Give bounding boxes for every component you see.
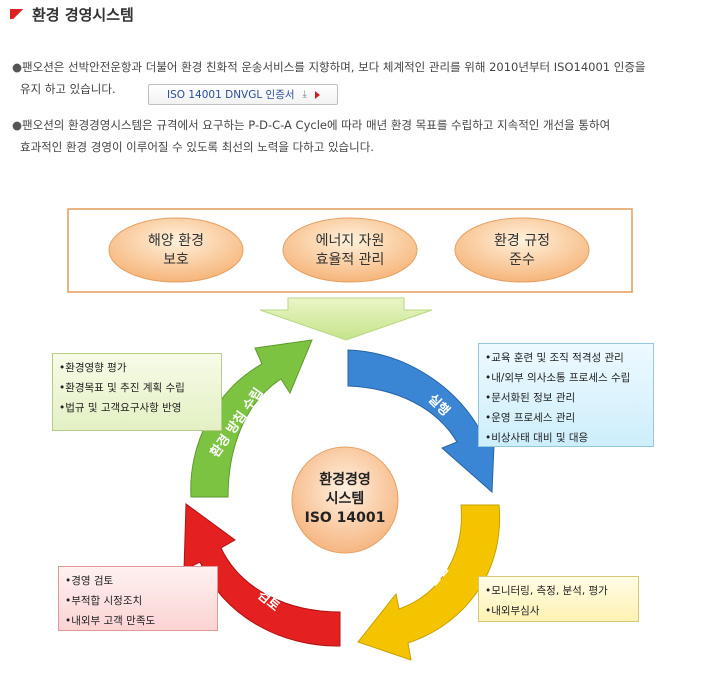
do-items-box: •교육 훈련 및 조직 적격성 관리 •내/외부 의사소통 프로세스 수립 •문… (478, 343, 654, 447)
page-title: 환경 경영시스템 (32, 5, 134, 24)
center-line2: 시스템 (326, 490, 365, 507)
act-arrow (183, 503, 341, 647)
center-ems-circle: 환경경영 시스템 ISO 14001 (291, 446, 399, 554)
do-arrow (347, 349, 496, 494)
list-item: •교육 훈련 및 조직 적격성 관리 (485, 352, 624, 364)
certificate-button-label: ISO 14001 DNVGL 인증서 (167, 89, 295, 101)
list-item: •환경영향 평가 (59, 362, 127, 374)
intro-paragraph-2-line1: 팬오션의 환경경영시스템은 규격에서 요구하는 P-D-C-A Cycle에 따… (22, 118, 611, 132)
goal-3-line2: 준수 (509, 252, 535, 268)
center-line3: ISO 14001 (305, 510, 386, 526)
list-item: •비상사태 대비 및 대응 (485, 432, 589, 444)
goal-1-line2: 보호 (163, 252, 189, 268)
list-item: •법규 및 고객요구사항 반영 (59, 402, 182, 414)
list-item: •내/외부 의사소통 프로세스 수립 (485, 372, 631, 384)
list-item: •운영 프로세스 관리 (485, 412, 576, 424)
list-item: •문서화된 정보 관리 (485, 392, 576, 404)
intro-paragraph-1-line1: 팬오션은 선박안전운항과 더불어 환경 친화적 운송서비스를 지향하며, 보다 … (22, 60, 646, 74)
goal-marine-environment: 해양 환경 보호 (108, 217, 244, 283)
list-item: •모니터링, 측정, 분석, 평가 (485, 585, 608, 597)
download-icon: ⤓ (302, 89, 307, 100)
center-line1: 환경경영 (319, 471, 371, 488)
plan-items-box: •환경영향 평가 •환경목표 및 추진 계획 수립 •법규 및 고객요구사항 반… (52, 353, 222, 431)
list-item: •환경목표 및 추진 계획 수립 (59, 382, 185, 394)
goal-regulation-compliance: 환경 규정 준수 (454, 217, 590, 283)
arrow-right-icon (314, 90, 320, 99)
title-flag-icon (10, 9, 24, 19)
act-items-box: •경영 검토 •부적합 시정조치 •내외부 고객 만족도 (58, 566, 218, 631)
intro-paragraph-1: ●팬오션은 선박안전운항과 더불어 환경 친화적 운송서비스를 지향하며, 보다… (12, 56, 702, 100)
bullet-icon: ● (12, 118, 23, 132)
intro-paragraph-1-line2: 유지 하고 있습니다. (20, 82, 116, 96)
goal-1-line1: 해양 환경 (148, 233, 204, 249)
list-item: •경영 검토 (65, 575, 114, 587)
down-arrow-icon (259, 297, 433, 341)
check-items-box: •모니터링, 측정, 분석, 평가 •내외부심사 (478, 576, 639, 622)
intro-paragraph-2: ●팬오션의 환경경영시스템은 규격에서 요구하는 P-D-C-A Cycle에 … (12, 114, 702, 158)
certificate-download-button[interactable]: ISO 14001 DNVGL 인증서 ⤓ (148, 84, 338, 105)
goal-2-line1: 에너지 자원 (316, 233, 385, 249)
list-item: •내외부심사 (485, 605, 540, 617)
list-item: •부적합 시정조치 (65, 595, 143, 607)
list-item: •내외부 고객 만족도 (65, 615, 156, 627)
goal-energy-resource: 에너지 자원 효율적 관리 (282, 217, 418, 283)
page-title-bar: 환경 경영시스템 (10, 4, 134, 24)
bullet-icon: ● (12, 60, 23, 74)
goal-3-line1: 환경 규정 (494, 233, 550, 249)
goal-2-line2: 효율적 관리 (316, 252, 385, 268)
intro-paragraph-2-line2: 효과적인 환경 경영이 이루어질 수 있도록 최선의 노력을 다하고 있습니다. (20, 140, 374, 154)
check-arrow (357, 504, 501, 661)
plan-arrow (190, 339, 313, 498)
